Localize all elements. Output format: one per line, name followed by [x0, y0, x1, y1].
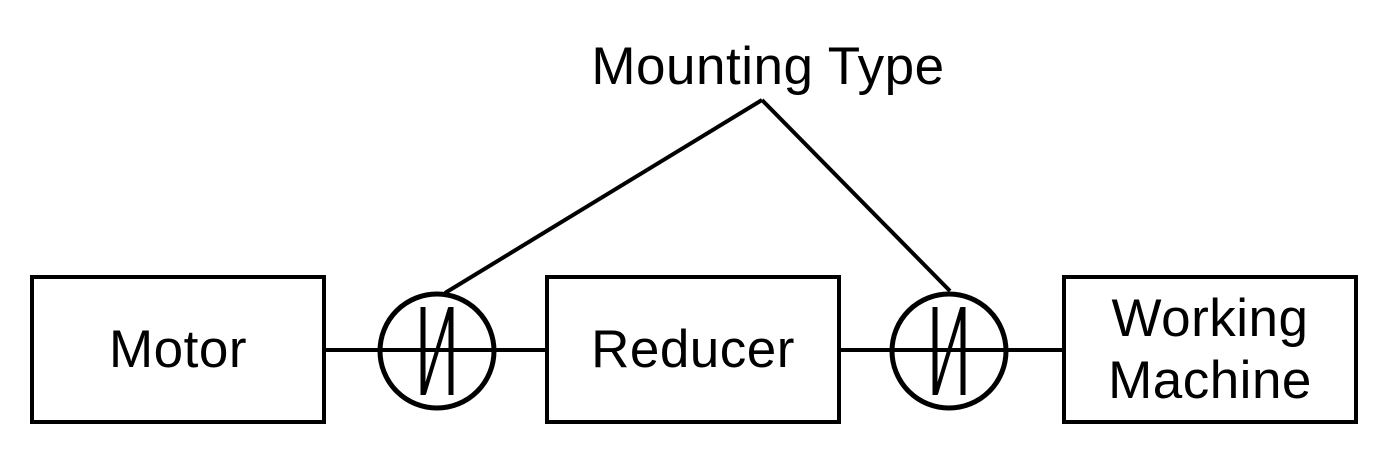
right-coupling-circle	[889, 291, 1009, 411]
reducer-label: Reducer	[591, 319, 795, 379]
coupling-symbol-icon	[377, 291, 497, 411]
motor-label: Motor	[109, 319, 247, 379]
working-machine-block: Working Machine	[1062, 275, 1358, 424]
coupling-symbol-icon	[889, 291, 1009, 411]
mounting-type-label: Mounting Type	[591, 37, 945, 96]
right-coupling-diagonal	[934, 307, 964, 395]
left-coupling-circle	[377, 291, 497, 411]
left-coupling-diagonal	[422, 307, 452, 395]
pointer-line-to-right-coupling	[760, 98, 952, 293]
reducer-block: Reducer	[545, 275, 841, 424]
motor-block: Motor	[30, 275, 326, 424]
pointer-line-to-left-coupling	[443, 98, 764, 295]
working-machine-label: Working Machine	[1108, 288, 1312, 410]
